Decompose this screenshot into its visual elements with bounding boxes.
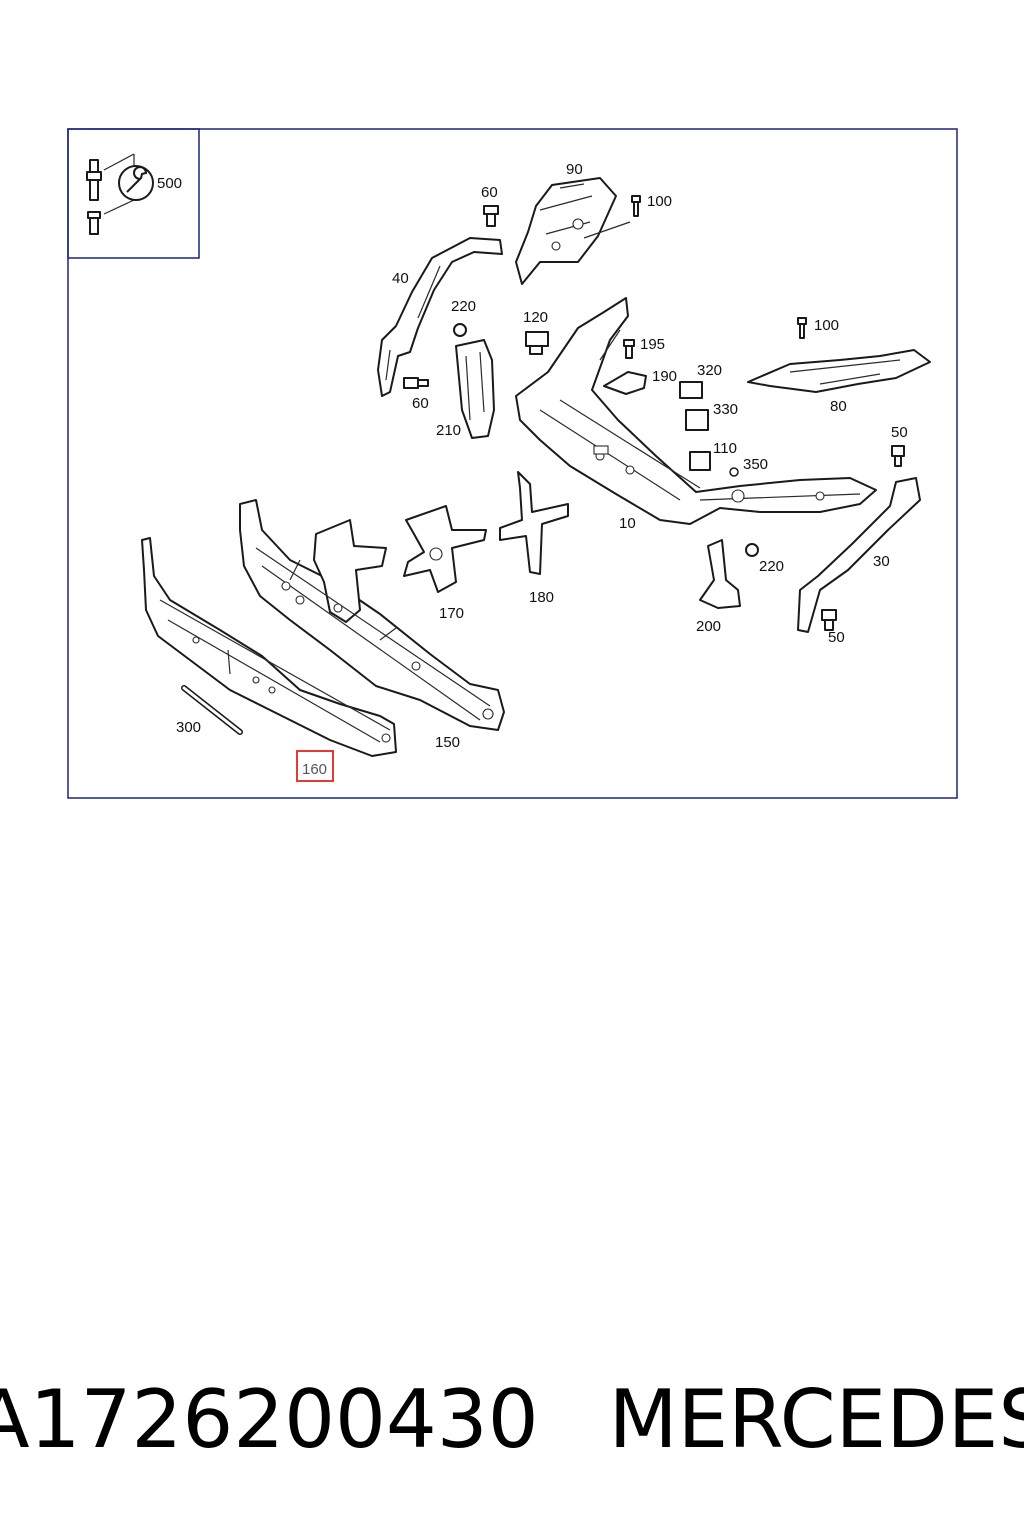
callout-10: 10: [619, 515, 636, 532]
part-120-clip: [525, 331, 549, 355]
callout-195: 195: [640, 336, 665, 353]
part-90-bracket: [515, 177, 617, 285]
callout-180: 180: [529, 589, 554, 606]
part-180-bracket: [499, 471, 569, 575]
callout-100-right: 100: [814, 317, 839, 334]
part-110-clip: [689, 451, 711, 471]
part-160-lower-member: [141, 537, 397, 757]
part-40-strut: [377, 237, 503, 397]
part-100-clip-right: [797, 317, 807, 339]
part-350-clip: [729, 467, 739, 477]
callout-80: 80: [830, 398, 847, 415]
part-330-clip: [685, 409, 709, 431]
callout-150: 150: [435, 734, 460, 751]
callout-320: 320: [697, 362, 722, 379]
callout-210: 210: [436, 422, 461, 439]
part-220-nut: [453, 323, 467, 337]
part-170-bracket: [403, 505, 487, 593]
inset-frame: [67, 128, 200, 259]
callout-60-lower: 60: [412, 395, 429, 412]
part-50-bolt-lower: [821, 609, 837, 631]
part-320-clip: [679, 381, 703, 399]
part-100-clip: [631, 195, 641, 217]
callout-120: 120: [523, 309, 548, 326]
caption: A1726200430 MERCEDES: [0, 1370, 1024, 1470]
part-195-screw: [623, 339, 635, 359]
callout-110: 110: [713, 440, 737, 457]
callout-170: 170: [439, 605, 464, 622]
part-30-strut: [797, 477, 921, 633]
part-210-bracket: [455, 339, 495, 439]
brand-name: MERCEDES: [608, 1373, 1024, 1466]
diagram-frame: [67, 128, 958, 799]
callout-220-lower: 220: [759, 558, 784, 575]
part-80-panel: [747, 349, 931, 393]
part-150-center-bracket: [313, 519, 387, 623]
callout-200: 200: [696, 618, 721, 635]
part-200-bracket: [699, 539, 741, 609]
callout-50-lower: 50: [828, 629, 845, 646]
part-number: A1726200430: [0, 1373, 539, 1466]
callout-30: 30: [873, 553, 890, 570]
part-220-nut-lower: [745, 543, 759, 557]
part-150-crossmember: [239, 499, 505, 731]
part-50-bolt-top: [891, 445, 905, 467]
callout-100-top: 100: [647, 193, 672, 210]
part-10-carrier: [515, 297, 877, 525]
callout-40: 40: [392, 270, 409, 287]
callout-330: 330: [713, 401, 738, 418]
callout-500: 500: [157, 175, 182, 192]
callout-50-top: 50: [891, 424, 908, 441]
callout-90: 90: [566, 161, 583, 178]
callout-160: 160: [302, 761, 327, 778]
callout-160-highlight: [296, 750, 334, 782]
callout-300: 300: [176, 719, 201, 736]
callout-190: 190: [652, 368, 677, 385]
callout-350: 350: [743, 456, 768, 473]
callout-60-top: 60: [481, 184, 498, 201]
callout-220-top: 220: [451, 298, 476, 315]
part-60-bolt: [483, 205, 499, 227]
part-60-bolt-lower: [403, 377, 429, 389]
wrench-icon: [118, 165, 154, 201]
part-190-bracket: [603, 371, 647, 395]
